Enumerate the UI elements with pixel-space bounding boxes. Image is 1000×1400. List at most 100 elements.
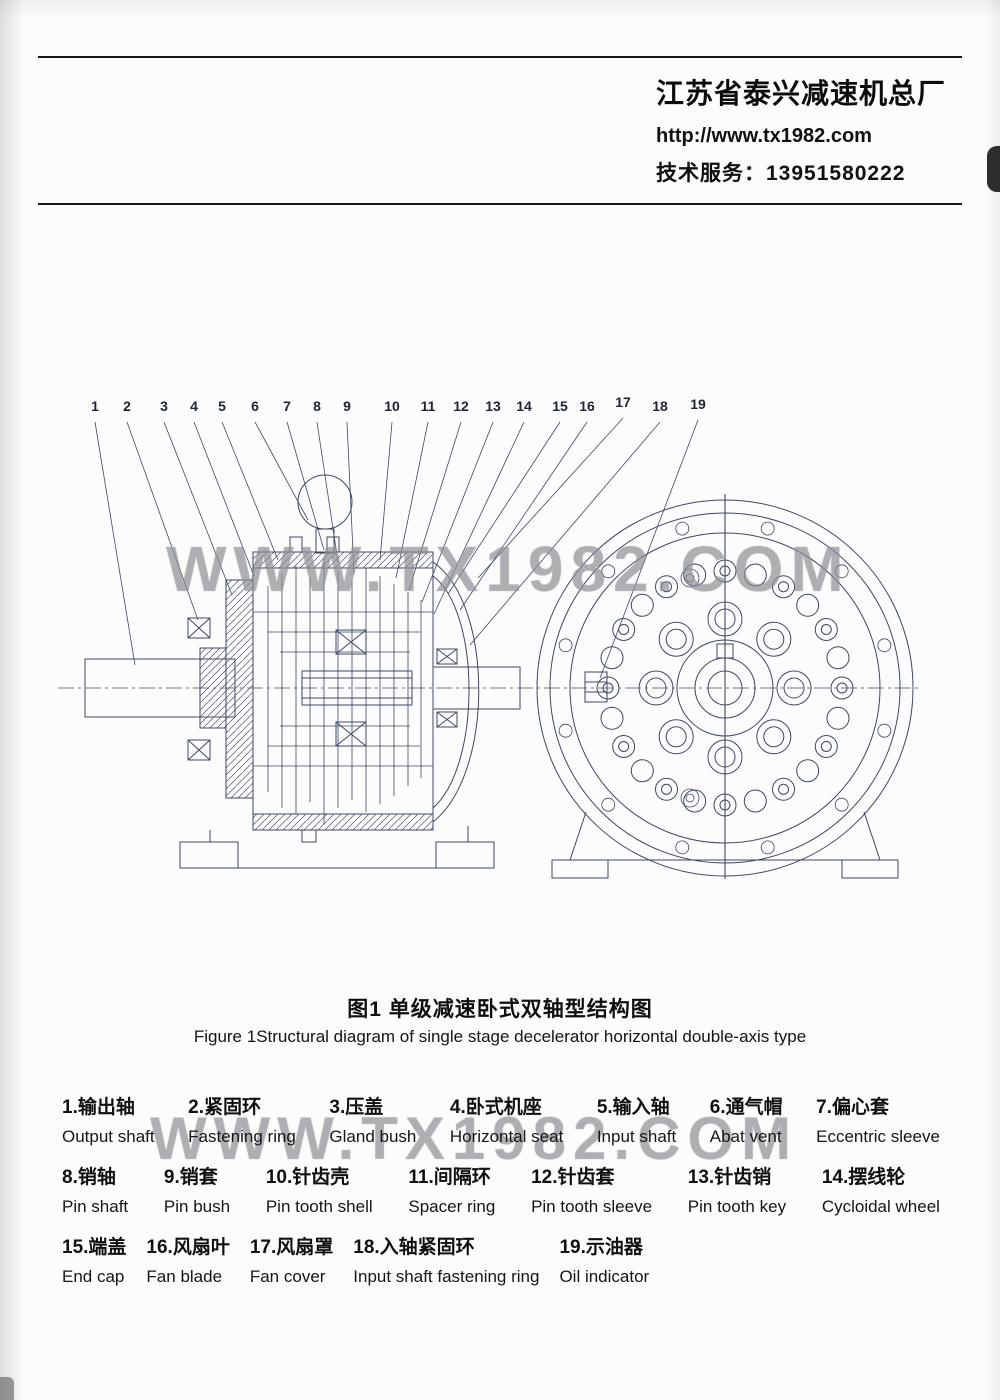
part-item-19: 19.示油器 Oil indicator [559, 1232, 649, 1287]
bolt [301, 829, 317, 843]
scan-artifact [987, 146, 1000, 192]
foot [179, 841, 239, 869]
scan-artifact [0, 1377, 14, 1400]
callout-16: 16 [579, 398, 595, 414]
drain-hole [680, 788, 700, 808]
header-top-rule [38, 56, 962, 58]
oil-indicator-fitting [584, 671, 608, 703]
gland-bush [199, 647, 227, 729]
foot [841, 859, 899, 879]
part-item-16: 16.风扇叶 Fan blade [146, 1232, 229, 1287]
center-hub [676, 639, 774, 737]
part-item-8: 8.销轴 Pin shaft [62, 1162, 128, 1217]
reducer-structural-diagram [58, 417, 920, 879]
part-item-10: 10.针齿壳 Pin tooth shell [266, 1162, 373, 1217]
part-item-6: 6.通气帽 Abat vent [710, 1092, 783, 1147]
parts-row-3: 15.端盖 End cap 16.风扇叶 Fan blade 17.风扇罩 Fa… [62, 1232, 940, 1287]
part-item-1: 1.输出轴 Output shaft [62, 1092, 155, 1147]
part-name-zh: 1.输出轴 [62, 1097, 135, 1118]
part-item-14: 14.摆线轮 Cycloidal wheel [822, 1162, 940, 1217]
part-item-9: 9.销套 Pin bush [164, 1162, 230, 1217]
part-name-zh: 15.端盖 [62, 1237, 127, 1258]
part-item-12: 12.针齿套 Pin tooth sleeve [531, 1162, 652, 1217]
callout-18: 18 [652, 398, 668, 414]
website-url: http://www.tx1982.com [656, 125, 872, 147]
flange-bolt-holes [558, 521, 892, 855]
callout-4: 4 [190, 398, 198, 414]
part-name-zh: 9.销套 [163, 1167, 218, 1188]
parts-row-1: 1.输出轴 Output shaft 2.紧固环 Fastening ring … [62, 1092, 940, 1147]
figure-title-en: Figure 1Structural diagram of single sta… [193, 1027, 807, 1046]
part-name-en: Oil indicator [559, 1267, 650, 1286]
base [551, 811, 899, 879]
part-name-en: Input shaft fastening ring [353, 1267, 540, 1286]
part-item-13: 13.针齿销 Pin tooth key [688, 1162, 786, 1217]
callout-6: 6 [251, 398, 259, 414]
leader-lines [94, 417, 699, 679]
part-item-7: 7.偏心套 Eccentric sleeve [816, 1092, 940, 1147]
part-name-zh: 10.针齿壳 [265, 1167, 350, 1188]
callout-9: 9 [343, 398, 351, 414]
part-name-en: Fan cover [249, 1267, 326, 1286]
internal-rings [253, 611, 433, 767]
bearing-icon [436, 711, 458, 728]
part-name-zh: 3.压盖 [329, 1097, 384, 1118]
part-item-15: 15.端盖 End cap [62, 1232, 126, 1287]
part-item-17: 17.风扇罩 Fan cover [250, 1232, 333, 1287]
centerlines [58, 494, 920, 879]
bolt [289, 536, 303, 553]
callout-2: 2 [123, 398, 131, 414]
callout-7: 7 [283, 398, 291, 414]
part-item-3: 3.压盖 Gland bush [329, 1092, 416, 1147]
callout-11: 11 [420, 398, 436, 414]
callout-13: 13 [485, 398, 501, 414]
part-name-zh: 8.销轴 [62, 1167, 116, 1188]
part-name-zh: 17.风扇罩 [249, 1237, 334, 1258]
part-name-en: Horizontal seat [449, 1127, 564, 1146]
side-section-view [84, 474, 521, 869]
bearing-icon [436, 648, 458, 665]
cycloid-discs [267, 558, 422, 824]
part-name-en: Fastening ring [188, 1127, 296, 1146]
part-name-zh: 14.摆线轮 [821, 1167, 906, 1188]
part-name-en: Output shaft [62, 1127, 155, 1146]
part-name-zh: 19.示油器 [559, 1237, 643, 1258]
vent-cap [297, 474, 353, 530]
part-name-zh: 2.紧固环 [188, 1097, 262, 1118]
keyway [716, 643, 734, 659]
part-name-en: Input shaft [596, 1127, 677, 1146]
fan-cover [432, 561, 480, 823]
bearing-icon [335, 721, 367, 747]
part-name-zh: 7.偏心套 [816, 1097, 889, 1118]
callout-8: 8 [313, 398, 321, 414]
part-name-zh: 11.间隔环 [408, 1167, 491, 1188]
part-name-zh: 4.卧式机座 [449, 1097, 542, 1118]
lifting-hole [680, 568, 700, 588]
part-name-zh: 16.风扇叶 [146, 1237, 230, 1258]
part-name-en: Pin tooth shell [265, 1197, 373, 1216]
part-item-4: 4.卧式机座 Horizontal seat [450, 1092, 563, 1147]
foot [435, 841, 495, 869]
input-shaft [432, 666, 521, 710]
callout-5: 5 [218, 398, 226, 414]
foot [551, 859, 609, 879]
output-pin-holes [638, 601, 812, 775]
part-name-en: Fan blade [146, 1267, 223, 1286]
part-name-en: Pin bush [163, 1197, 231, 1216]
callout-10: 10 [384, 398, 400, 414]
part-item-18: 18.入轴紧固环 Input shaft fastening ring [353, 1232, 539, 1287]
part-name-en: Abat vent [709, 1127, 782, 1146]
company-name: 江苏省泰兴减速机总厂 [656, 78, 947, 109]
part-name-en: Eccentric sleeve [816, 1127, 940, 1146]
callout-17: 17 [615, 394, 631, 410]
part-name-zh: 5.输入轴 [596, 1097, 670, 1118]
part-item-2: 2.紧固环 Fastening ring [188, 1092, 296, 1147]
header: 江苏省泰兴减速机总厂 http://www.tx1982.com 技术服务：13… [656, 72, 946, 187]
bearing-icon [335, 629, 367, 655]
fastening-flange [225, 579, 254, 799]
part-name-en: Pin tooth key [687, 1197, 787, 1216]
front-view [536, 499, 914, 879]
part-item-11: 11.间隔环 Spacer ring [408, 1162, 495, 1217]
bolt [326, 536, 340, 553]
